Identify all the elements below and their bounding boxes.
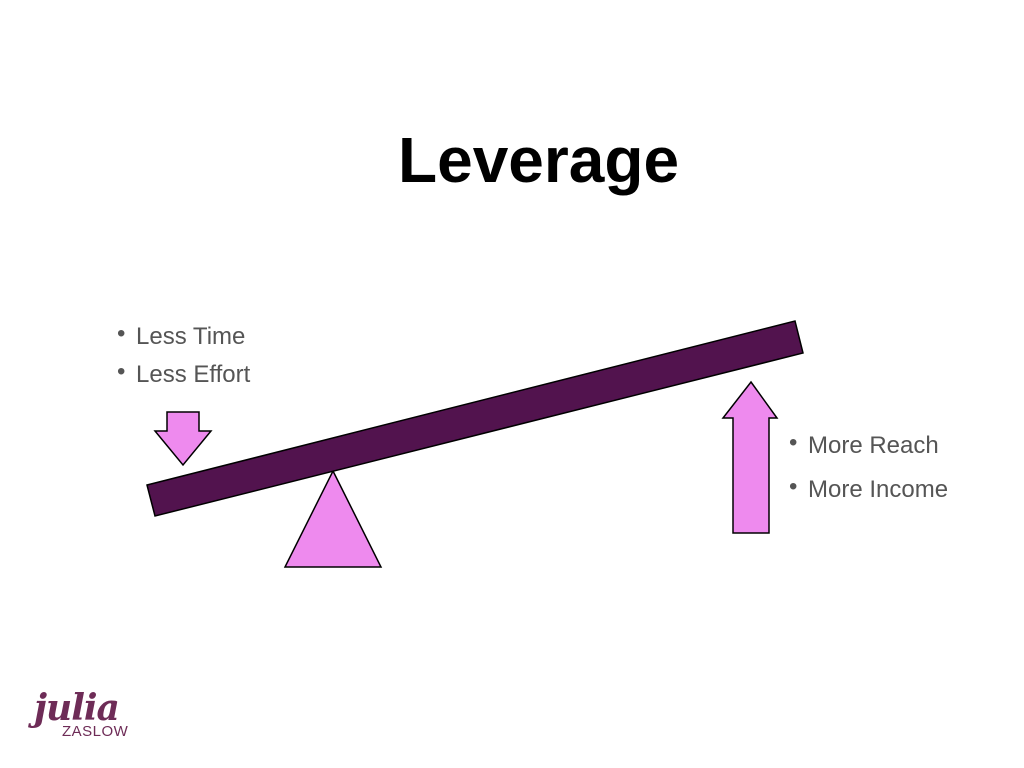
bullet-text-more-income: More Income (808, 476, 949, 503)
list-item: • Less Effort (117, 358, 251, 401)
bullet-dot: • (789, 473, 798, 500)
up-arrow-icon (721, 380, 779, 534)
left-bullet-list: • Less Time • Less Effort (117, 320, 251, 401)
fulcrum-triangle (283, 469, 383, 568)
logo-script-text: julia (34, 687, 120, 729)
logo-subtitle: ZASLOW (62, 723, 129, 740)
list-item: • More Reach (789, 429, 948, 478)
right-bullet-list: • More Reach • More Income (789, 429, 949, 522)
bullet-text-less-time: Less Time (136, 323, 246, 350)
down-arrow-icon (153, 411, 213, 467)
bullet-text-less-effort: Less Effort (136, 361, 251, 388)
list-item: • More Income (789, 473, 949, 522)
list-item: • Less Time (117, 320, 250, 363)
bullet-dot: • (117, 320, 126, 347)
slide-title: Leverage (398, 124, 680, 196)
bullet-dot: • (117, 358, 126, 385)
bullet-text-more-reach: More Reach (808, 432, 939, 459)
bullet-dot: • (789, 429, 798, 456)
brand-logo: julia ZASLOW (34, 690, 144, 746)
lever-beam (146, 320, 804, 517)
